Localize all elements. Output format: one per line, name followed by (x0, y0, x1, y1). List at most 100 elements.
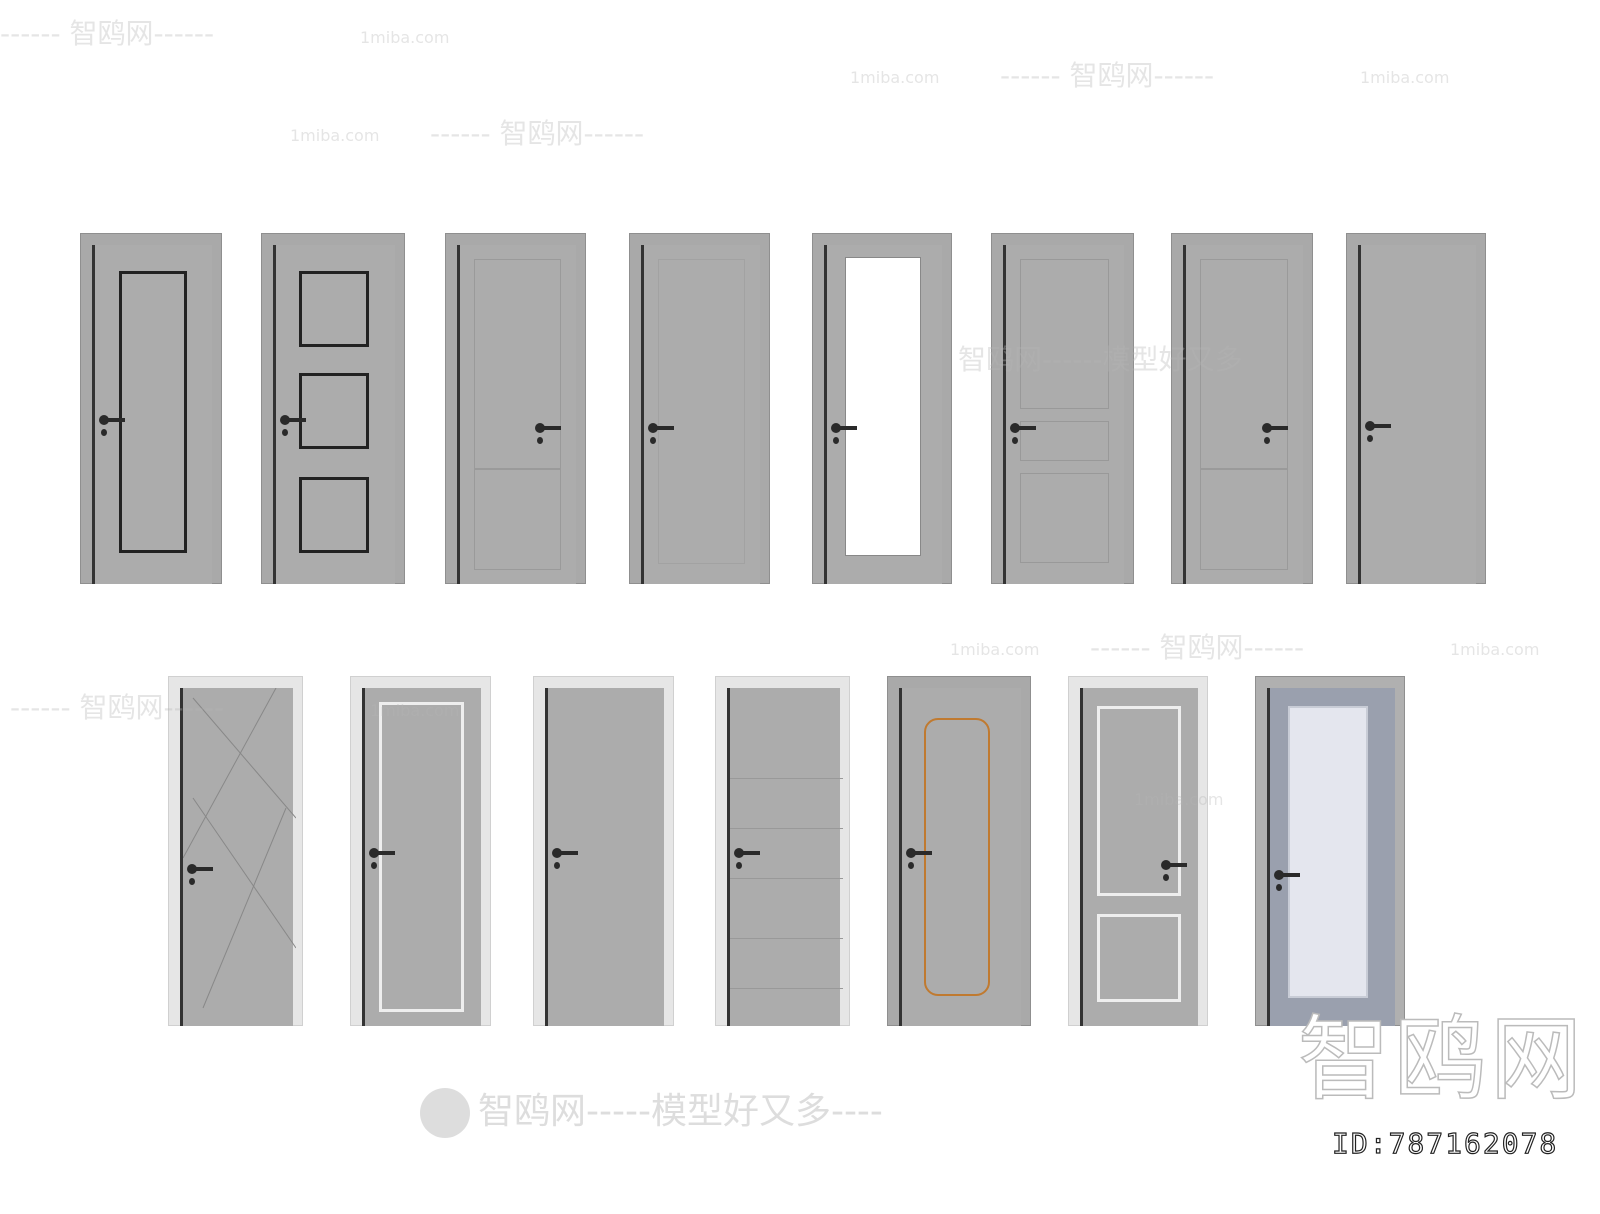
handle-lever (1167, 863, 1187, 867)
watermark: 1miba.com (360, 28, 450, 47)
handle-rose (734, 848, 744, 858)
door-panel (299, 373, 369, 449)
watermark: 1miba.com (1450, 640, 1540, 659)
handle-lever (837, 426, 857, 430)
handle-key (736, 862, 742, 869)
diagonal-groove-pattern (183, 688, 296, 1009)
glass-pane (1288, 706, 1368, 998)
handle-rose (906, 848, 916, 858)
door-handle-icon (552, 848, 578, 869)
door-panel (299, 271, 369, 347)
door-two-white-panels (1068, 676, 1208, 1026)
groove-line (730, 938, 843, 939)
door-panel (1200, 259, 1288, 470)
handle-key (189, 878, 195, 885)
handle-rose (187, 864, 197, 874)
door-gold-ornamental-panel (887, 676, 1031, 1026)
door-two-raised-panels (445, 233, 586, 584)
handle-rose (99, 415, 109, 425)
handle-rose (831, 423, 841, 433)
handle-key (1367, 435, 1373, 442)
door-handle-icon (831, 423, 857, 444)
handle-lever (375, 851, 395, 855)
handle-lever (1371, 424, 1391, 428)
door-leaf (899, 688, 1021, 1026)
handle-key (833, 437, 839, 444)
handle-lever (1268, 426, 1288, 430)
door-panel (299, 477, 369, 553)
watermark: 1miba.com (290, 126, 380, 145)
handle-key (650, 437, 656, 444)
door-leaf (1080, 688, 1198, 1026)
handle-rose (535, 423, 545, 433)
handle-rose (1262, 423, 1272, 433)
handle-lever (541, 426, 561, 430)
door-leaf (1358, 245, 1476, 584)
watermark: 1miba.com (1360, 68, 1450, 87)
door-handle-icon (906, 848, 932, 869)
handle-rose (648, 423, 658, 433)
door-handle-icon (1274, 870, 1300, 891)
door-leaf (1183, 245, 1303, 584)
door-horizontal-grooves (715, 676, 850, 1026)
handle-key (1276, 884, 1282, 891)
door-handle-icon (1365, 421, 1391, 442)
door-handle-icon (1161, 860, 1187, 881)
handle-lever (1280, 873, 1300, 877)
ornamental-panel (924, 718, 990, 996)
handle-lever (912, 851, 932, 855)
watermark: ------ 智鸥网------ (0, 17, 215, 50)
door-leaf (1003, 245, 1124, 584)
door-panel (379, 702, 464, 1012)
handle-lever (654, 426, 674, 430)
groove-line (730, 778, 843, 779)
door-panel (474, 468, 561, 571)
door-three-raised-panels (991, 233, 1134, 584)
door-three-black-panels (261, 233, 405, 584)
watermark: 1miba.com (850, 68, 940, 87)
handle-rose (1365, 421, 1375, 431)
door-panel (474, 259, 561, 470)
door-panel (1020, 473, 1109, 563)
door-leaf (180, 688, 296, 1026)
handle-rose (1010, 423, 1020, 433)
watermark: ------ 智鸥网------ (1090, 631, 1305, 664)
groove-line (730, 878, 843, 879)
glass-pane (845, 257, 921, 556)
handle-rose (280, 415, 290, 425)
door-leaf (1267, 688, 1395, 1026)
door-diagonal-lines (168, 676, 303, 1026)
handle-key (101, 429, 107, 436)
door-flat-white-frame (533, 676, 674, 1026)
door-handle-icon (369, 848, 395, 869)
door-leaf (545, 688, 664, 1026)
watermark: 1miba.com (950, 640, 1040, 659)
door-panel (1020, 421, 1109, 461)
door-leaf (824, 245, 942, 584)
door-flat-with-top-panel (629, 233, 770, 584)
door-handle-icon (1010, 423, 1036, 444)
handle-key (554, 862, 560, 869)
watermark: 智鸥网------模型好又多 (958, 343, 1243, 376)
door-handle-icon (535, 423, 561, 444)
door-leaf (92, 245, 212, 584)
groove-line (730, 988, 843, 989)
door-panel (658, 259, 745, 565)
handle-lever (558, 851, 578, 855)
door-panel (1097, 914, 1181, 1002)
handle-lever (286, 418, 306, 422)
watermark: ------ 智鸥网------ (430, 117, 645, 150)
door-flat-textured (1346, 233, 1486, 584)
door-handle-icon (187, 864, 213, 885)
door-handle-icon (280, 415, 306, 436)
door-leaf (362, 688, 481, 1026)
door-leaf (641, 245, 760, 584)
handle-key (1163, 874, 1169, 881)
door-tinted-glass-blue-frame (1255, 676, 1405, 1026)
door-white-inlay-panel (350, 676, 491, 1026)
door-panel (1200, 468, 1288, 571)
watermark: 1miba.com (1134, 790, 1224, 809)
watermark: 1miba.com (370, 701, 460, 720)
door-handle-icon (99, 415, 125, 436)
handle-key (908, 862, 914, 869)
